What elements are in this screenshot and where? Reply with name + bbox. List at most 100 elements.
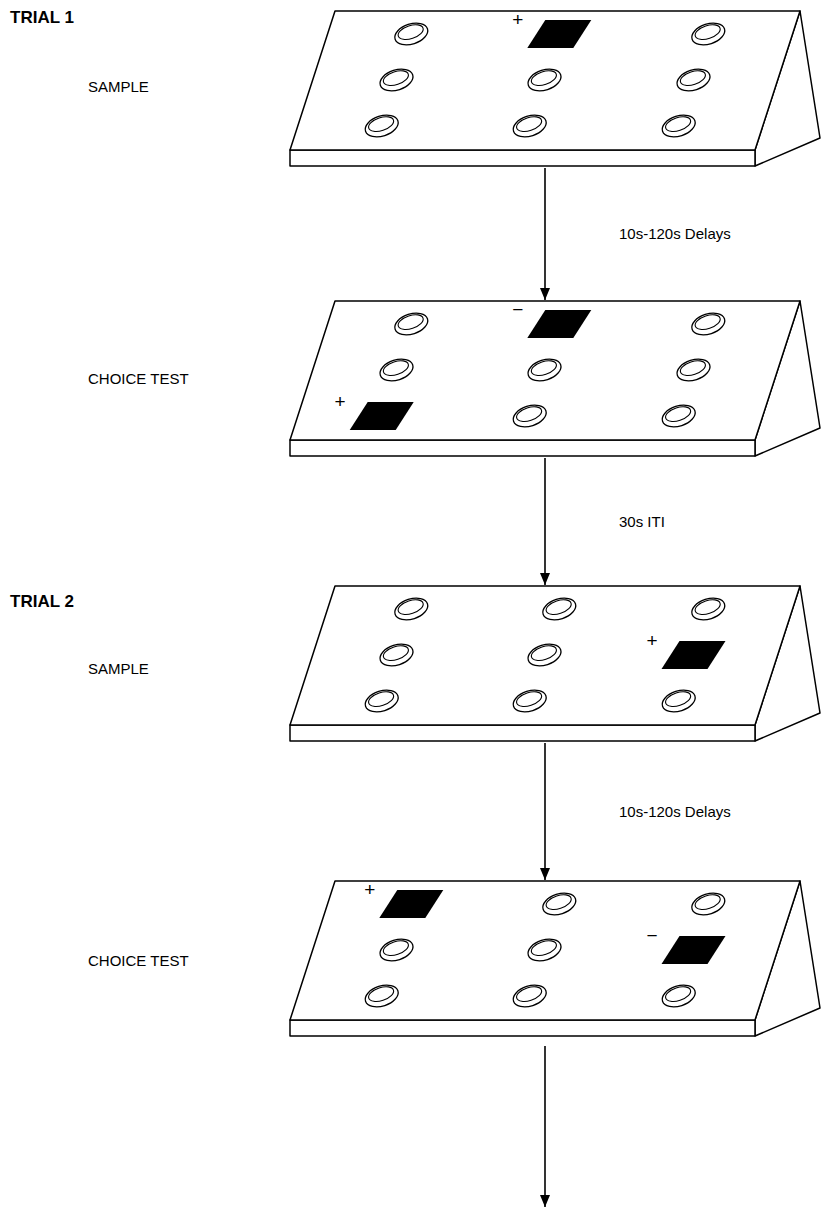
- well-inner: [530, 358, 559, 378]
- flow-arrow: [544, 743, 546, 880]
- well-rim: [525, 355, 564, 385]
- phase-label: SAMPLE: [88, 660, 149, 677]
- well-inner: [515, 404, 544, 424]
- food-well: [659, 981, 698, 1011]
- well-inner: [664, 404, 693, 424]
- food-well: [362, 111, 401, 141]
- food-well: [377, 355, 416, 385]
- food-well: [510, 111, 549, 141]
- well-rim: [510, 111, 549, 141]
- well-inner: [396, 312, 425, 332]
- well-rim: [540, 889, 579, 919]
- well-inner: [382, 643, 411, 663]
- well-rim: [510, 981, 549, 1011]
- reward-sign: +: [646, 630, 657, 652]
- well-rim: [392, 19, 431, 49]
- reward-sign: −: [646, 925, 657, 947]
- black-cover: [379, 890, 443, 918]
- well-rim: [689, 594, 728, 624]
- phase-label: CHOICE TEST: [88, 370, 189, 387]
- food-well: [392, 594, 431, 624]
- well-inner: [693, 22, 722, 42]
- well-rim: [540, 594, 579, 624]
- well-inner: [382, 358, 411, 378]
- well-inner: [515, 689, 544, 709]
- well-inner: [530, 68, 559, 88]
- well-rim: [377, 935, 416, 965]
- board-front: [290, 150, 755, 166]
- well-board: +: [280, 585, 824, 743]
- food-well: [689, 594, 728, 624]
- board-outline: [280, 300, 824, 458]
- board-top: [290, 301, 800, 440]
- food-well: [674, 65, 713, 95]
- food-well: [392, 309, 431, 339]
- board-outline: [280, 585, 824, 743]
- well-rim: [659, 111, 698, 141]
- well-rim: [377, 65, 416, 95]
- food-well: [392, 19, 431, 49]
- food-well: [689, 309, 728, 339]
- board-outline: [280, 10, 824, 168]
- well-rim: [689, 19, 728, 49]
- well-inner: [367, 114, 396, 134]
- reward-sign: +: [364, 879, 375, 901]
- continuation-arrow: [544, 1046, 546, 1207]
- food-well: [659, 111, 698, 141]
- well-rim: [674, 355, 713, 385]
- food-well: [540, 594, 579, 624]
- well-inner: [382, 68, 411, 88]
- black-cover: [350, 402, 414, 430]
- trial-heading: TRIAL 1: [10, 8, 74, 28]
- board-front: [290, 1020, 755, 1036]
- food-well: [510, 401, 549, 431]
- food-well: [659, 401, 698, 431]
- food-well: [362, 981, 401, 1011]
- food-well: [540, 889, 579, 919]
- well-inner: [664, 689, 693, 709]
- phase-label: SAMPLE: [88, 78, 149, 95]
- well-rim: [362, 686, 401, 716]
- well-inner: [530, 643, 559, 663]
- food-well: [362, 686, 401, 716]
- well-rim: [659, 401, 698, 431]
- board-front: [290, 440, 755, 456]
- well-inner: [679, 358, 708, 378]
- well-rim: [510, 401, 549, 431]
- well-inner: [693, 312, 722, 332]
- flow-arrow: [544, 168, 546, 300]
- flow-arrow: [544, 458, 546, 585]
- black-cover: [662, 641, 726, 669]
- black-cover: [527, 310, 591, 338]
- well-inner: [664, 114, 693, 134]
- food-well: [689, 19, 728, 49]
- well-rim: [392, 309, 431, 339]
- interval-label: 10s-120s Delays: [617, 803, 733, 820]
- well-rim: [689, 889, 728, 919]
- food-well: [377, 65, 416, 95]
- board-outline: [280, 880, 824, 1038]
- well-rim: [377, 640, 416, 670]
- well-inner: [367, 984, 396, 1004]
- food-well: [525, 640, 564, 670]
- well-inner: [544, 597, 573, 617]
- well-inner: [382, 938, 411, 958]
- board-top: [290, 881, 800, 1020]
- well-board: +−: [280, 880, 824, 1038]
- well-rim: [362, 981, 401, 1011]
- well-inner: [396, 22, 425, 42]
- trial-heading: TRIAL 2: [10, 592, 74, 612]
- well-rim: [525, 935, 564, 965]
- well-rim: [362, 111, 401, 141]
- food-well: [510, 981, 549, 1011]
- food-well: [377, 935, 416, 965]
- well-rim: [659, 981, 698, 1011]
- well-inner: [693, 597, 722, 617]
- well-inner: [679, 68, 708, 88]
- well-rim: [689, 309, 728, 339]
- well-inner: [693, 892, 722, 912]
- well-inner: [544, 892, 573, 912]
- well-rim: [659, 686, 698, 716]
- food-well: [525, 935, 564, 965]
